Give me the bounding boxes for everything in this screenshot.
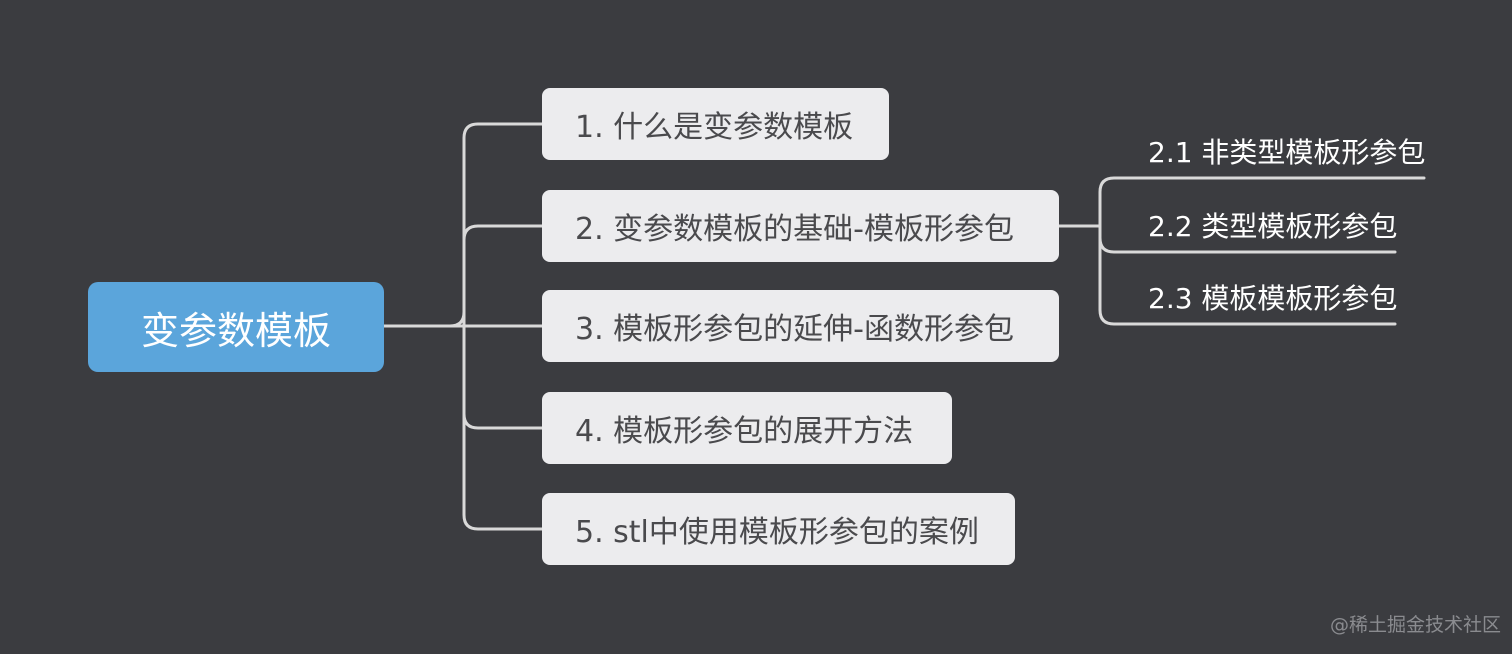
branch-topic-label: 1. 什么是变参数模板 [575,110,854,145]
connector-branch-2 [462,224,544,328]
branch-topic-label: 3. 模板形参包的延伸-函数形参包 [575,312,1014,347]
connector-branch-1 [448,122,544,328]
branch-topic-2[interactable]: 2. 变参数模板的基础-模板形参包 [542,190,1059,262]
connector-sub-3 [1098,224,1397,326]
subtopic-label: 2.2 类型模板形参包 [1148,210,1398,243]
root-topic[interactable]: 变参数模板 [88,282,384,372]
branch-topic-1[interactable]: 1. 什么是变参数模板 [542,88,889,160]
branch-topic-3[interactable]: 3. 模板形参包的延伸-函数形参包 [542,290,1059,362]
connector-branch-4 [462,324,544,430]
connector-branch-5 [462,324,544,531]
root-topic-label: 变参数模板 [140,308,331,353]
branch-topic-label: 4. 模板形参包的展开方法 [575,414,914,449]
subtopic-3[interactable]: 2.3 模板模板形参包 [1148,277,1397,317]
branch-topic-5[interactable]: 5. stl中使用模板形参包的案例 [542,493,1015,565]
subtopic-1[interactable]: 2.1 非类型模板形参包 [1148,131,1425,171]
subtopic-label: 2.3 模板模板形参包 [1148,282,1398,315]
branch-topic-4[interactable]: 4. 模板形参包的展开方法 [542,392,952,464]
watermark: @稀土掘金技术社区 [1330,614,1502,636]
branch-topic-label: 5. stl中使用模板形参包的案例 [575,515,979,550]
subtopic-2[interactable]: 2.2 类型模板形参包 [1148,205,1397,245]
branch-topic-label: 2. 变参数模板的基础-模板形参包 [575,212,1014,247]
connector-sub-1 [1098,176,1426,228]
subtopic-label: 2.1 非类型模板形参包 [1148,136,1426,169]
